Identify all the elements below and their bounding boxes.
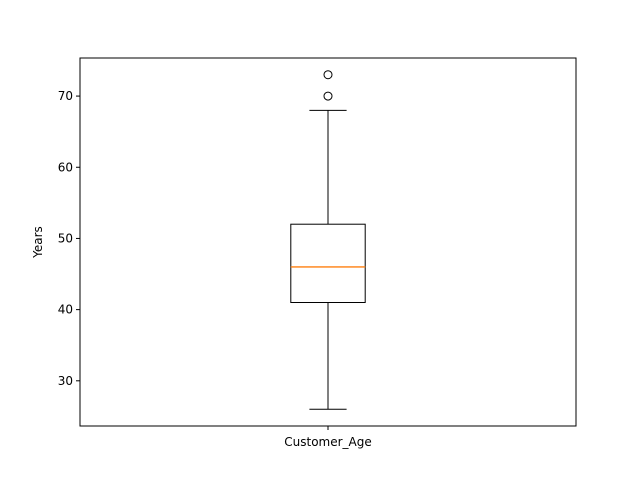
boxes-layer bbox=[290, 70, 366, 410]
plot-area-frame bbox=[79, 57, 577, 427]
y-tick-label: 30 bbox=[58, 374, 73, 388]
x-tick-label: Customer_Age bbox=[284, 435, 372, 449]
y-tick-label: 70 bbox=[58, 89, 73, 103]
y-tick-label: 50 bbox=[58, 231, 73, 245]
y-axis-label: Years bbox=[31, 226, 45, 259]
outlier-point bbox=[323, 70, 333, 80]
outlier-point bbox=[323, 91, 333, 101]
y-tick-label: 60 bbox=[58, 160, 73, 174]
x-axis-ticks: Customer_Age bbox=[284, 426, 372, 449]
y-axis-ticks: 30 40 50 60 70 bbox=[58, 89, 80, 388]
iqr-box bbox=[290, 223, 366, 304]
y-tick-label: 40 bbox=[58, 303, 73, 317]
